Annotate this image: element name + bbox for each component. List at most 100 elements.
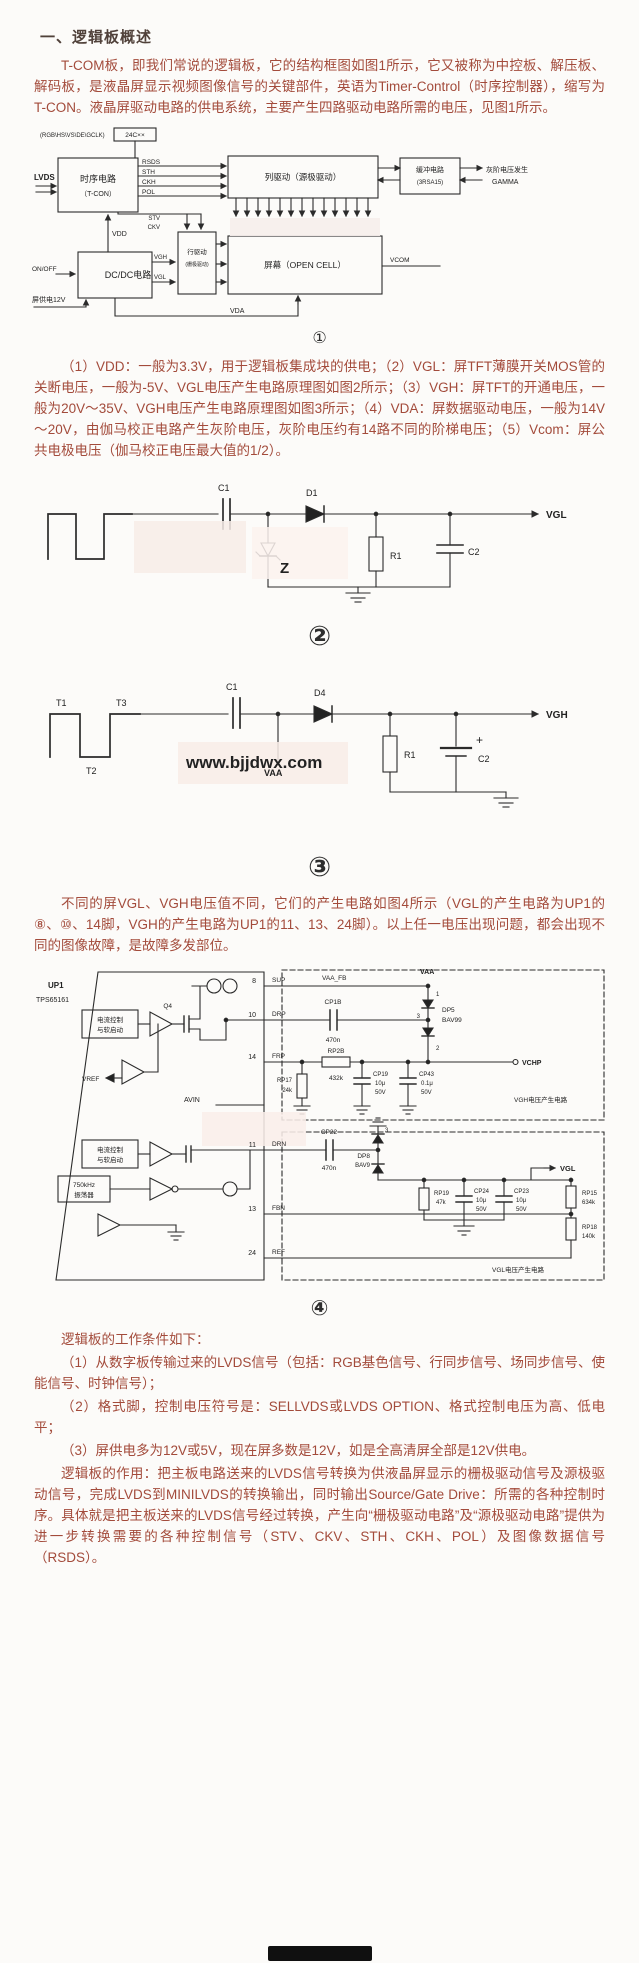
vgl-label: VGL: [154, 275, 167, 281]
cp23-voltage: 50V: [516, 1207, 527, 1213]
paragraph-voltages: （1）VDD：一般为3.3V，用于逻辑板集成块的供电；（2）VGL：屏TFT薄膜…: [34, 359, 605, 458]
blur-patch: [230, 218, 380, 236]
dp5-pin2: 2: [436, 1046, 440, 1052]
figure1-tcon-block-diagram: (RGB\HS\VS\DE\GCLK) 24C×× LVDS 时序电路 （T-C…: [30, 124, 605, 326]
figure1-caption: ①: [312, 330, 327, 347]
vgl-output-label: VGL: [546, 510, 567, 521]
cp19-value: 10μ: [375, 1081, 386, 1087]
capacitor-c2-polarized: [439, 713, 473, 793]
vgl-output-label: VGL: [560, 1164, 576, 1173]
vgl-section-label: VGL电压产生电路: [492, 1265, 545, 1274]
rp17-value: 24k: [282, 1088, 293, 1094]
pin13-num: 13: [248, 1206, 256, 1213]
resistor-rp18: [565, 1217, 577, 1241]
paragraph-function: 逻辑板的作用：把主板电路送来的LVDS信号转换为供液晶屏显示的栅极驱动信号及源极…: [34, 1466, 605, 1565]
cp1b-value: 470n: [326, 1037, 341, 1044]
rp18-value: 140k: [582, 1234, 596, 1240]
feedback-divider: [565, 1177, 577, 1259]
oscillator-line1: 750kHz: [73, 1182, 95, 1189]
paragraph-figure4-intro: 不同的屏VGL、VGH电压值不同，它们的产生电路如图4所示（VGL的产生电路为U…: [34, 896, 605, 953]
document-content: 一、逻辑板概述 T-COM板，即我们常说的逻辑板，它的结构框图如图1所示，它又被…: [26, 29, 605, 1565]
fig2-wiring: [47, 498, 540, 603]
resistor-rp15: [565, 1185, 577, 1209]
vaa-label: VAA: [264, 768, 283, 778]
dp5-part: BAV99: [442, 1017, 462, 1024]
dual-diode-dp8: [369, 1117, 387, 1181]
cp23-ref: CP23: [514, 1189, 530, 1195]
vchp-label: VCHP: [522, 1060, 542, 1067]
resistor-rp19: [418, 1177, 430, 1221]
cp19-voltage: 50V: [375, 1090, 386, 1096]
panel-label: 屏幕（OPEN CELL）: [264, 260, 346, 270]
capacitor-cp43: [399, 1059, 417, 1115]
blur-patch: [178, 742, 348, 784]
gate-driver-sublabel: (栅极驱动): [185, 261, 209, 268]
c1-label: C1: [218, 483, 230, 493]
fig1-wiring: [33, 127, 484, 317]
d4-label: D4: [314, 688, 326, 698]
capacitor-c1: [232, 697, 241, 729]
square-wave: [47, 513, 133, 560]
tcon-sublabel: （T-CON）: [80, 190, 116, 198]
t3-label: T3: [116, 698, 127, 708]
diode-d4: [277, 705, 334, 723]
vref-label: VREF: [82, 1076, 99, 1083]
c2-label: C2: [478, 754, 490, 764]
vaa-label: VAA: [420, 969, 434, 976]
cp22-ref: CP22: [321, 1129, 338, 1136]
resistor-rp17: [293, 1059, 311, 1115]
capacitor-cp19: [353, 1059, 371, 1115]
signal-rsds: RSDS: [142, 159, 161, 166]
blur-patch: [252, 527, 348, 579]
gamma-sublabel: GAMMA: [492, 179, 519, 186]
vcom-label: VCOM: [390, 257, 410, 264]
ground-symbol: [493, 791, 519, 808]
dp5-pin3: 3: [417, 1014, 421, 1020]
diode-d1: [267, 505, 326, 523]
d1-label: D1: [306, 488, 318, 498]
pin8-name: SUP: [272, 977, 285, 984]
figure4-tps65161-circuit: UP1 TPS65161 8 SUP 10 DRP 14 FRP 11 DRN …: [26, 962, 605, 1294]
oscillator-line2: 振荡器: [74, 1190, 94, 1199]
blur-patch: [134, 521, 246, 573]
t1-label: T1: [56, 698, 67, 708]
paragraph-condition-2: （2）格式脚，控制电压符号是：SELLVDS或LVDS OPTION、格式控制电…: [34, 1399, 605, 1435]
eeprom-label: 24C××: [125, 132, 145, 139]
ic-part-label: TPS65161: [36, 997, 69, 1004]
signal-sth: STH: [142, 169, 155, 176]
t2-label: T2: [86, 766, 97, 776]
vchp-terminal: [512, 1058, 519, 1066]
figure3-caption: ③: [308, 852, 331, 882]
r1-label: R1: [390, 551, 402, 561]
zener-label: Z: [280, 560, 289, 577]
pin11-name: DRN: [272, 1141, 286, 1148]
cp24-value: 10μ: [476, 1198, 487, 1204]
avin-label: AVIN: [184, 1097, 200, 1104]
pin10-name: DRP: [272, 1011, 286, 1018]
dp8-pin3: 3: [385, 1128, 389, 1134]
figure4-caption: ④: [310, 1297, 329, 1320]
rp19-value: 47k: [436, 1200, 447, 1206]
resistor-rp2b: [321, 1056, 351, 1068]
capacitor-c2: [436, 513, 464, 588]
panel-power-label: 屏供电12V: [32, 295, 66, 304]
watermark-text: www.bjjdwx.com: [185, 753, 322, 772]
ground-symbol: [423, 1219, 505, 1236]
vgh-output-label: VGH: [546, 710, 568, 721]
pin13-name: FBN: [272, 1205, 285, 1212]
current-control-top-line2: 与软启动: [97, 1025, 124, 1034]
vgh-label: VGH: [154, 255, 167, 261]
pin24-num: 24: [248, 1250, 256, 1257]
current-control-bottom-line2: 与软启动: [97, 1155, 124, 1164]
cp22-value: 470n: [322, 1165, 337, 1172]
signal-ckv: CKV: [148, 225, 160, 231]
cp23-value: 10μ: [516, 1198, 527, 1204]
fig3-wiring: [49, 697, 540, 808]
dp5-pin1: 1: [436, 992, 440, 998]
figure3-vgh-circuit: T1 T3 T2 C1 D4 VAA R1 + C2 VGH www.bjjdw…: [38, 662, 605, 850]
tcon-label: 时序电路: [80, 173, 116, 184]
paragraph-condition-1: （1）从数字板传输过来的LVDS信号（包括：RGB基色信号、行同步信号、场同步信…: [34, 1355, 605, 1391]
dp8-ref: DP8: [357, 1153, 370, 1160]
ic-outline: [55, 971, 265, 1281]
rp15-value: 634k: [582, 1200, 596, 1206]
